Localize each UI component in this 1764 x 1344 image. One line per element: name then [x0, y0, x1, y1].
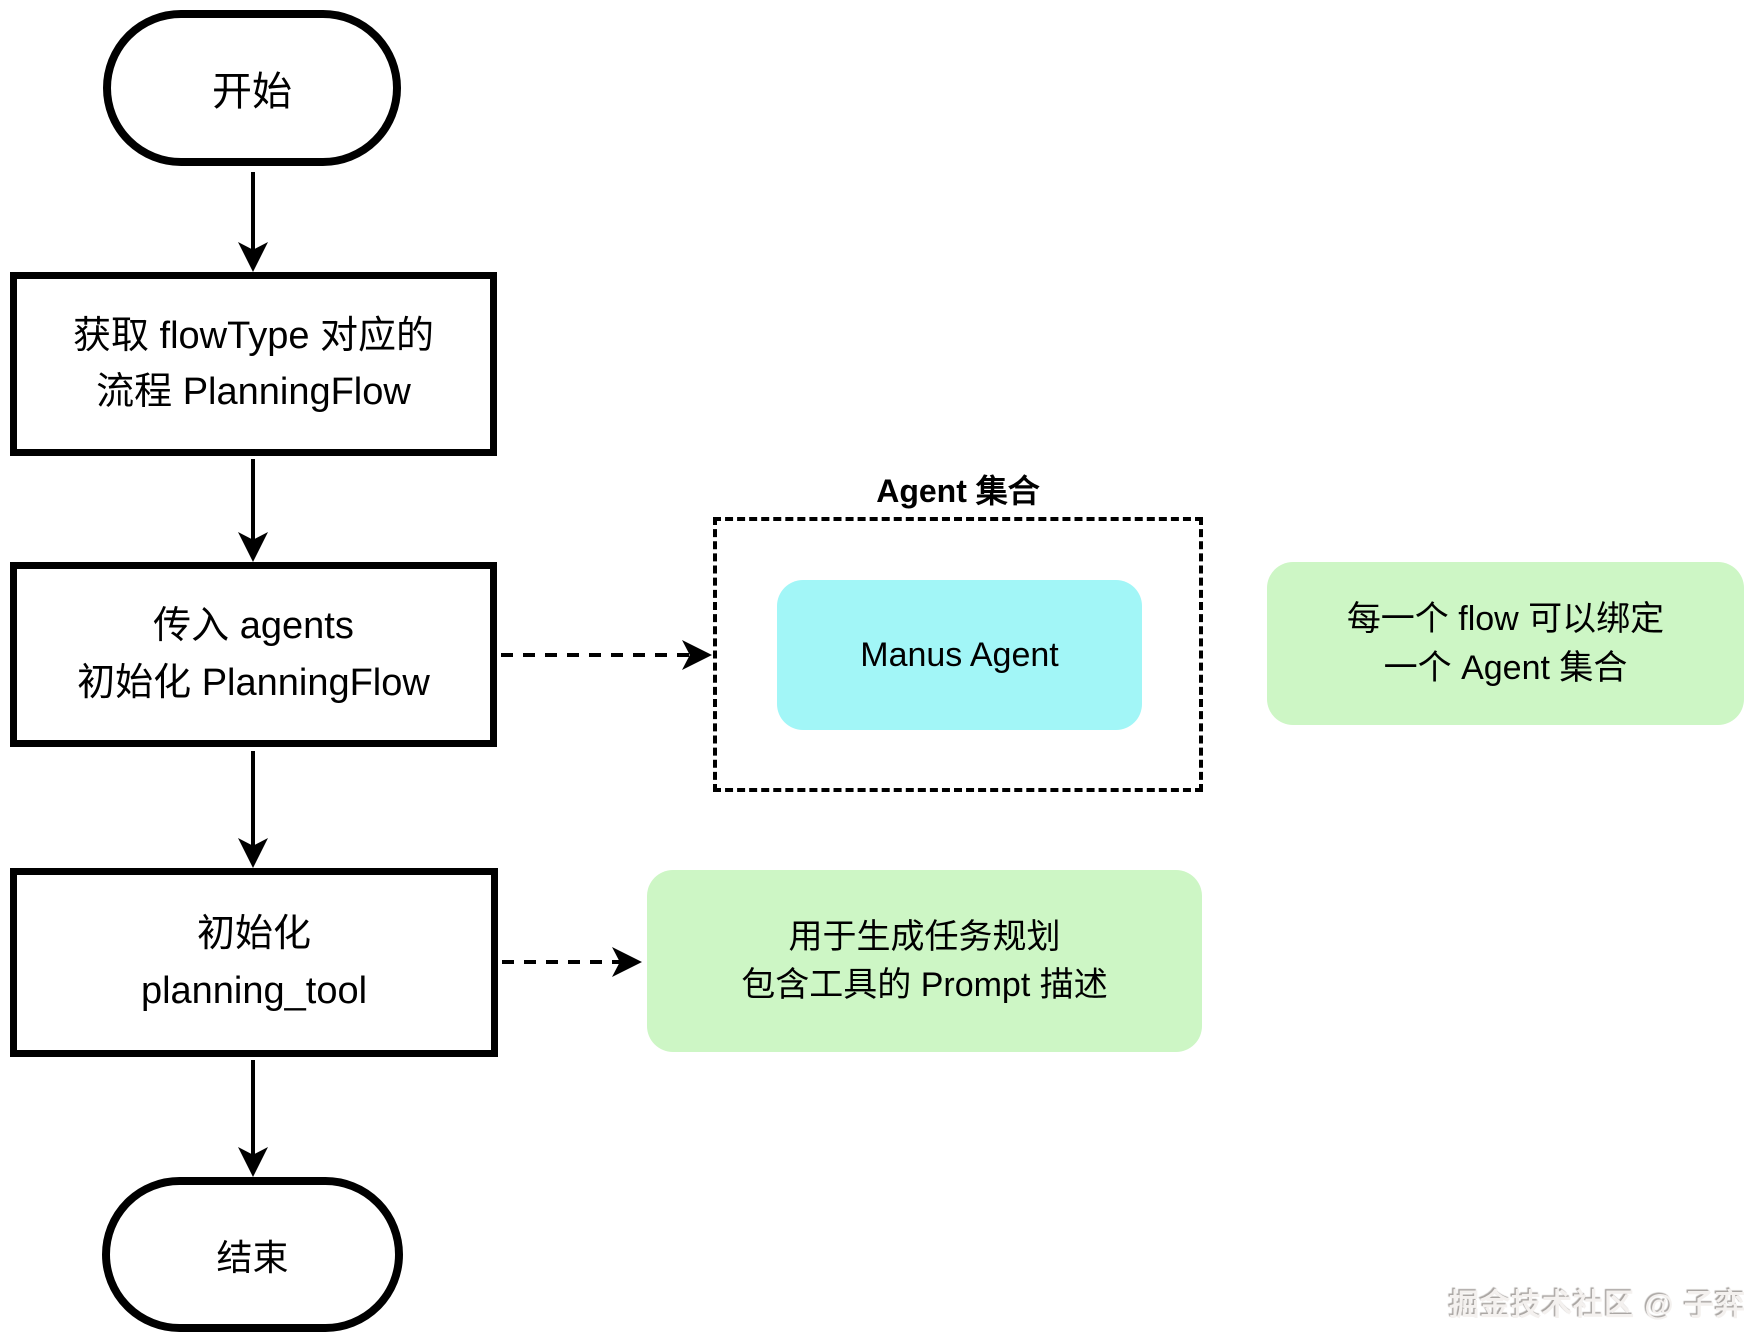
step-init-planning-tool-line2: planning_tool	[140, 969, 368, 1012]
step-init-planningflow-line2: 初始化 PlanningFlow	[77, 661, 430, 704]
note-prompt-desc-line2: 包含工具的 Prompt 描述	[741, 966, 1108, 1004]
note-flow-binding-line1: 每一个 flow 可以绑定	[1346, 600, 1665, 639]
start-node: 开始	[103, 10, 401, 166]
watermark: 掘金技术社区 @ 子弈	[1449, 1289, 1746, 1322]
step-init-planning-tool: 初始化 planning_tool	[10, 868, 498, 1057]
note-prompt-desc-line1: 用于生成任务规划	[788, 917, 1061, 956]
note-flow-binding-line2: 一个 Agent 集合	[1383, 648, 1628, 687]
agent-group-title: Agent 集合	[876, 473, 1040, 509]
step-init-planning-tool-line1: 初始化	[196, 913, 311, 956]
end-node-label: 结束	[216, 1236, 289, 1278]
step-init-planningflow: 传入 agents 初始化 PlanningFlow	[10, 562, 497, 747]
start-node-label: 开始	[212, 70, 292, 114]
manus-agent-label: Manus Agent	[860, 635, 1059, 674]
end-node: 结束	[102, 1177, 403, 1332]
step-get-planningflow-line2: 流程 PlanningFlow	[96, 371, 411, 413]
step-get-planningflow-line1: 获取 flowType 对应的	[72, 314, 435, 357]
step-init-planningflow-line1: 传入 agents	[153, 605, 354, 648]
note-flow-binding: 每一个 flow 可以绑定 一个 Agent 集合	[1267, 562, 1744, 725]
step-get-planningflow: 获取 flowType 对应的 流程 PlanningFlow	[10, 272, 497, 456]
note-prompt-desc: 用于生成任务规划 包含工具的 Prompt 描述	[647, 870, 1202, 1052]
manus-agent-node: Manus Agent	[777, 580, 1142, 730]
agent-group-container	[713, 517, 1203, 792]
